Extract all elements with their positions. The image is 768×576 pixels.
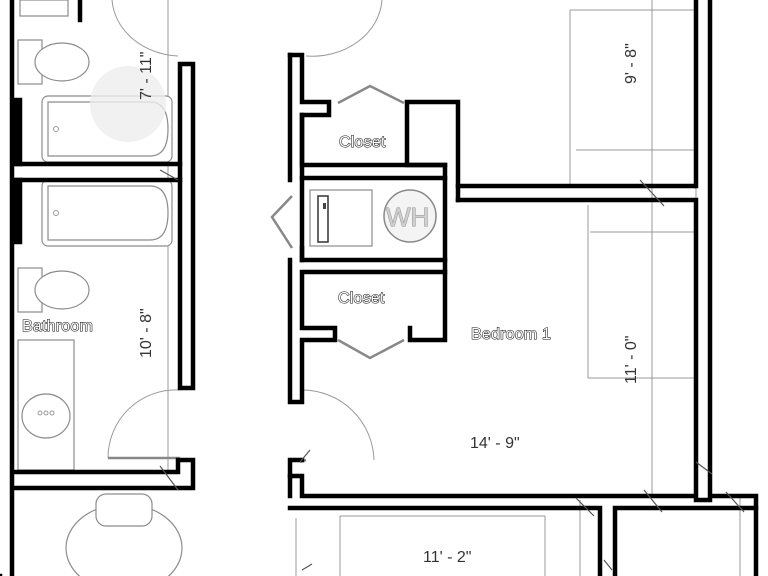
top-left-fixture — [19, 0, 69, 17]
dim-bedroom-upper-right: 9' - 8" — [623, 43, 640, 84]
closet-lower-label: Closet — [338, 290, 385, 307]
bath-light-glow — [90, 66, 166, 142]
sink-vanity — [17, 339, 75, 471]
toilet-lower — [17, 267, 90, 313]
dim-bedroom-width: 14' - 9" — [470, 435, 520, 452]
wall-break-marks — [159, 169, 745, 571]
water-heater — [383, 189, 437, 243]
bedroom-1-label: Bedroom 1 — [471, 326, 551, 343]
dim-bath-upper: 7' - 11" — [138, 52, 155, 100]
dim-bedroom-right: 11' - 0" — [623, 336, 640, 384]
bathroom-label: Bathroom — [22, 318, 93, 335]
water-heater-label: WH — [386, 202, 429, 232]
dining-table — [65, 493, 183, 576]
dim-bottom-room: 11' - 2" — [423, 549, 471, 566]
fixtures — [17, 0, 437, 576]
door-swings — [107, 0, 405, 464]
closet-upper-label: Closet — [339, 134, 386, 151]
toilet-upper — [17, 39, 90, 85]
washer-unit — [309, 189, 373, 247]
dim-bath-lower: 10' - 8" — [138, 308, 155, 358]
